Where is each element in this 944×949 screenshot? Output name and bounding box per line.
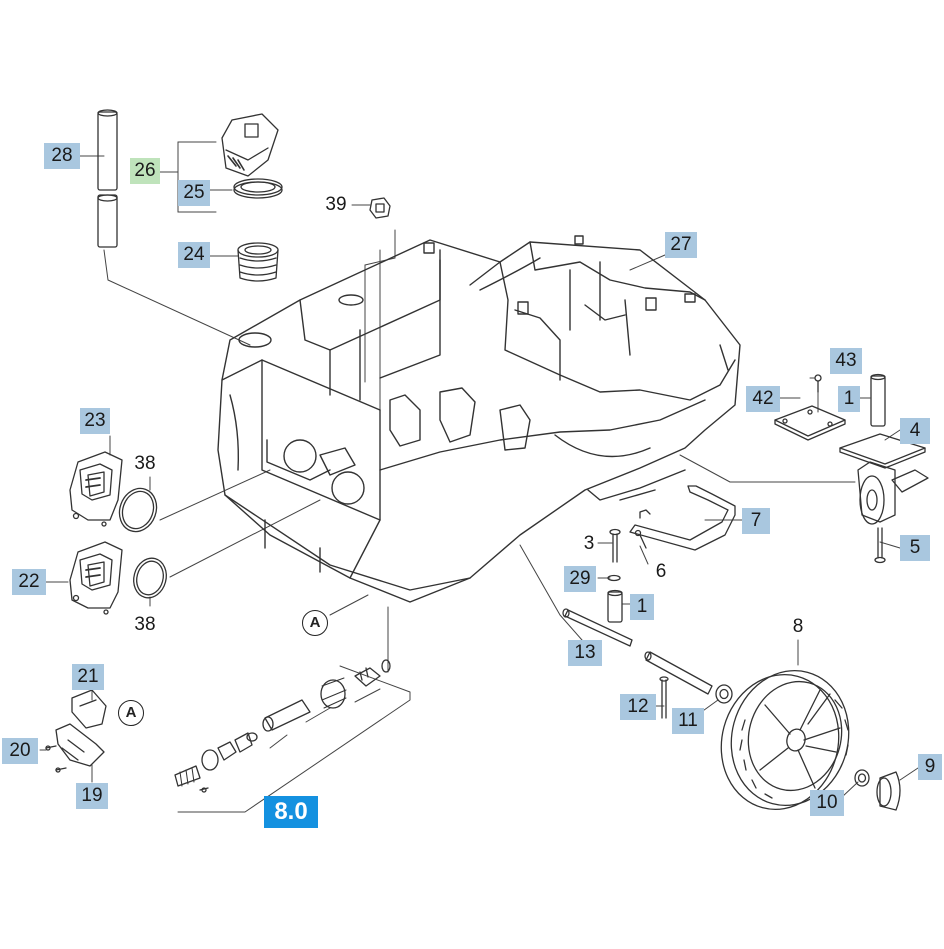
axle-13 <box>562 608 633 647</box>
clip-39 <box>369 197 391 219</box>
callout-9: 9 <box>918 754 942 780</box>
callout-29: 29 <box>564 566 596 592</box>
callout-42: 42 <box>746 386 780 412</box>
group-label-8-0[interactable]: 8.0 <box>264 796 318 828</box>
view-ref-a-bracket: A <box>118 700 144 726</box>
handle-7 <box>629 485 736 551</box>
callout-43: 43 <box>830 348 862 374</box>
hubcap-9 <box>876 771 901 811</box>
callout-21: 21 <box>72 664 104 690</box>
tube-28 <box>97 109 118 248</box>
callout-38-upper: 38 <box>134 453 156 474</box>
hose-fittings-8-0 <box>174 659 391 793</box>
callout-25: 25 <box>178 180 210 206</box>
callout-28: 28 <box>44 143 80 169</box>
callout-11: 11 <box>672 708 704 734</box>
screw-6 <box>634 529 647 549</box>
callout-20: 20 <box>2 738 38 764</box>
cap-26 <box>221 113 279 177</box>
callout-7: 7 <box>742 508 770 534</box>
screw-43 <box>814 374 822 393</box>
washer-29 <box>607 574 621 582</box>
callout-5: 5 <box>900 535 930 561</box>
callout-23: 23 <box>80 408 110 434</box>
bracket-42 <box>774 405 846 441</box>
bracket-19 <box>55 723 105 767</box>
callout-24: 24 <box>178 242 210 268</box>
wheel-8 <box>720 669 850 811</box>
castor-wheel-4 <box>839 433 929 525</box>
callout-10: 10 <box>810 790 844 816</box>
callout-19: 19 <box>76 783 108 809</box>
washer-10 <box>854 769 870 787</box>
callout-8: 8 <box>792 616 804 637</box>
bolt-5 <box>874 527 886 564</box>
holder-23 <box>69 451 123 527</box>
callout-27: 27 <box>665 232 697 258</box>
washer-11 <box>715 684 733 704</box>
bolt-3 <box>609 528 621 563</box>
callout-1-upper: 1 <box>838 386 860 412</box>
view-ref-a-chassis: A <box>302 610 328 636</box>
pin-1-upper <box>870 373 886 427</box>
threaded-adapter-24 <box>237 242 279 282</box>
seal-ring-25 <box>233 178 283 199</box>
callout-26: 26 <box>130 158 160 184</box>
callout-13: 13 <box>568 640 602 666</box>
callout-1-lower: 1 <box>630 594 654 620</box>
callout-3: 3 <box>583 533 595 554</box>
callout-6: 6 <box>655 561 667 582</box>
callout-38-lower: 38 <box>134 614 156 635</box>
leader-lines <box>39 141 919 813</box>
seal-ring-38-upper <box>118 487 158 533</box>
spacer-1-lower <box>607 589 623 623</box>
axle-pin-12 <box>644 651 713 719</box>
callout-39: 39 <box>325 194 347 215</box>
callout-22: 22 <box>12 569 46 595</box>
plate-21 <box>71 689 107 729</box>
chassis-27 <box>217 235 741 603</box>
callout-4: 4 <box>900 418 930 444</box>
screw-20 <box>45 745 67 773</box>
seal-ring-38-lower <box>133 557 167 599</box>
holder-22 <box>69 541 123 615</box>
callout-12: 12 <box>620 694 656 720</box>
